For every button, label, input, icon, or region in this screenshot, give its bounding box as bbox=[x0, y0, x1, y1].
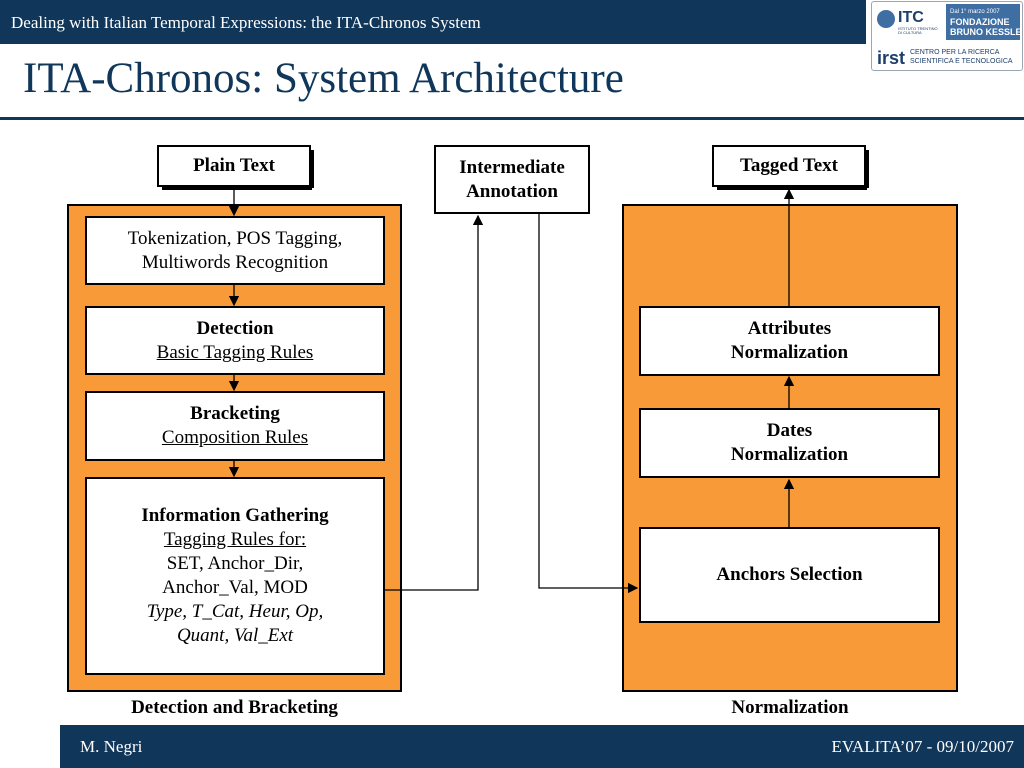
slide-title: ITA-Chronos: System Architecture bbox=[23, 55, 624, 102]
logo-graphic: ITC ISTITUTO TRENTINO DI CULTURA Dal 1° … bbox=[874, 4, 1024, 68]
tokenization-node: Tokenization, POS Tagging, Multiwords Re… bbox=[85, 216, 385, 285]
tagged-text-node: Tagged Text bbox=[712, 145, 869, 190]
information-gathering-node: Information Gathering Tagging Rules for:… bbox=[85, 477, 385, 675]
dates-normalization-node: Dates Normalization bbox=[639, 408, 940, 478]
svg-text:BRUNO KESSLER: BRUNO KESSLER bbox=[950, 27, 1022, 37]
header-bar bbox=[0, 0, 866, 44]
svg-text:Dal 1° marzo 2007: Dal 1° marzo 2007 bbox=[950, 9, 1000, 15]
itc-fbk-logo: ITC ISTITUTO TRENTINO DI CULTURA Dal 1° … bbox=[871, 1, 1024, 71]
intermediate-annotation-node: Intermediate Annotation bbox=[434, 145, 590, 214]
anchors-selection-node: Anchors Selection bbox=[639, 527, 940, 623]
event-date: EVALITA’07 - 09/10/2007 bbox=[831, 737, 1014, 756]
plain-text-node: Plain Text bbox=[157, 145, 314, 190]
svg-text:CENTRO PER LA RICERCA: CENTRO PER LA RICERCA bbox=[910, 49, 1000, 56]
normalization-caption: Normalization bbox=[731, 697, 849, 718]
footer-bar bbox=[60, 725, 1024, 768]
svg-text:ISTITUTO TRENTINO: ISTITUTO TRENTINO bbox=[898, 26, 938, 31]
itc-emblem-icon bbox=[877, 10, 895, 28]
svg-text:ITC: ITC bbox=[898, 9, 924, 26]
running-title: Dealing with Italian Temporal Expression… bbox=[11, 13, 481, 32]
arrow-intermediate-to-anchors bbox=[538, 213, 639, 594]
title-divider bbox=[0, 117, 1024, 120]
attributes-normalization-node: Attributes Normalization bbox=[639, 306, 940, 376]
svg-text:DI CULTURA: DI CULTURA bbox=[898, 30, 922, 35]
svg-text:SCIENTIFICA E TECNOLOGICA: SCIENTIFICA E TECNOLOGICA bbox=[910, 58, 1013, 65]
detection-node: Detection Basic Tagging Rules bbox=[85, 306, 385, 375]
arrow-info-to-intermediate bbox=[385, 214, 484, 591]
svg-text:irst: irst bbox=[877, 48, 905, 68]
bracketing-node: Bracketing Composition Rules bbox=[85, 391, 385, 461]
author: M. Negri bbox=[80, 737, 143, 756]
detection-bracketing-caption: Detection and Bracketing bbox=[131, 697, 338, 718]
svg-text:FONDAZIONE: FONDAZIONE bbox=[950, 17, 1010, 27]
